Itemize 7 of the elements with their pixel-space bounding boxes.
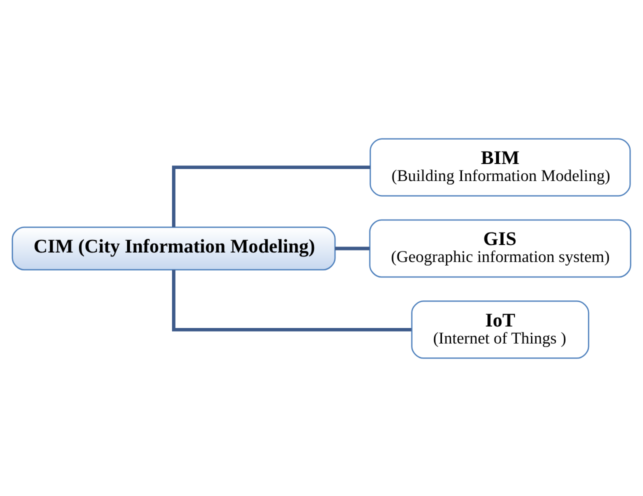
connector <box>335 246 370 250</box>
node-box: CIM (City Information Modeling) <box>12 226 336 270</box>
node-box: BIM (Building Information Modeling) <box>370 138 631 196</box>
connector <box>172 269 412 331</box>
node-box: IoT (Internet of Things ) <box>411 300 590 358</box>
node-box: GIS (Geographic information system) <box>369 218 632 278</box>
connector <box>172 165 370 227</box>
